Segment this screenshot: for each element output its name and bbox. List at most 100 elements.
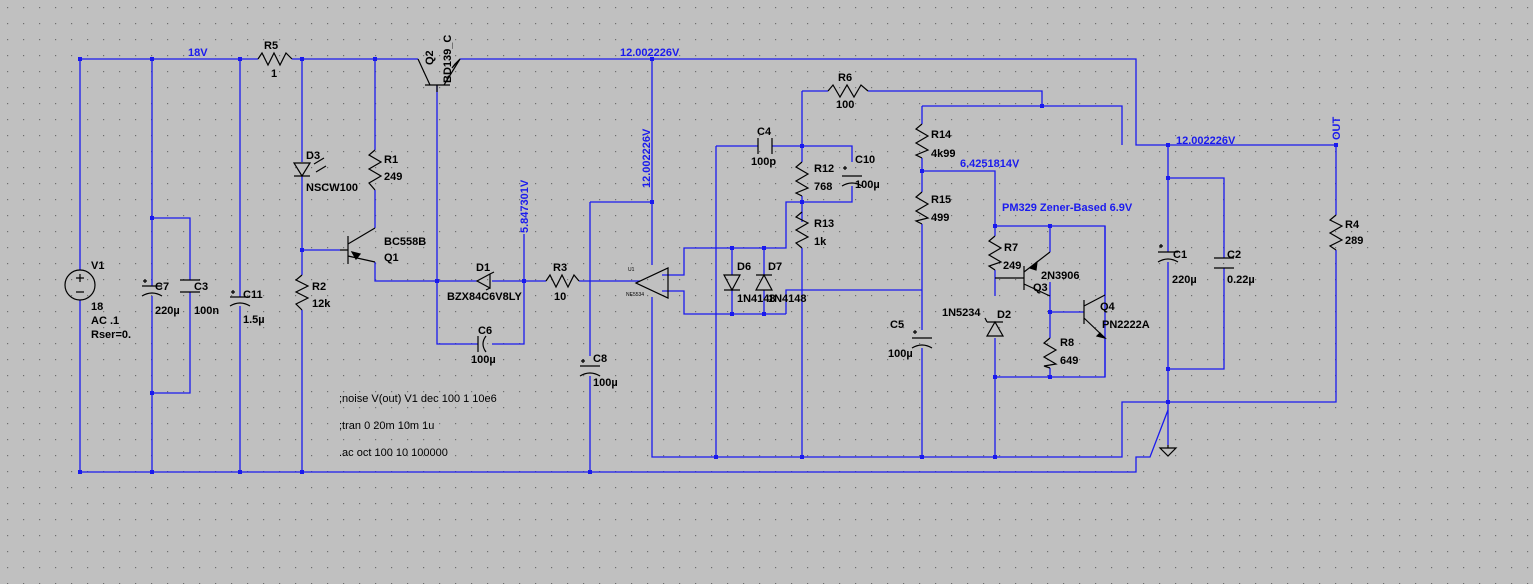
c6-value: 100µ (471, 354, 496, 366)
net-label-zener: 5.847301V (519, 179, 531, 233)
d3-ref: D3 (306, 150, 320, 162)
r15-ref: R15 (931, 194, 951, 206)
r13-ref: R13 (814, 218, 834, 230)
r14-resistor[interactable] (914, 123, 930, 159)
u1-value: NE5534 (626, 292, 644, 298)
q1-ref: Q1 (384, 252, 399, 264)
c4-capacitor[interactable] (757, 138, 773, 154)
v1-ref: V1 (91, 260, 104, 272)
c5-capacitor[interactable] (911, 330, 933, 349)
d6-ref: D6 (737, 261, 751, 273)
c3-capacitor[interactable] (180, 279, 200, 293)
c6-ref: C6 (478, 325, 492, 337)
r3-ref: R3 (553, 262, 567, 274)
c2-capacitor[interactable] (1214, 257, 1234, 269)
r12-resistor[interactable] (794, 161, 810, 197)
r1-resistor[interactable] (367, 149, 383, 191)
c5-value: 100µ (888, 348, 913, 360)
r3-resistor[interactable] (545, 273, 580, 289)
directive-noise: ;noise V(out) V1 dec 100 1 10e6 (339, 393, 497, 405)
q2-transistor[interactable] (417, 58, 461, 92)
c6-capacitor[interactable] (477, 335, 487, 353)
directive-tran: ;tran 0 20m 10m 1u (339, 420, 434, 432)
r2-resistor[interactable] (294, 274, 310, 311)
c5-ref: C5 (890, 319, 904, 331)
c2-value: 0.22µ (1227, 274, 1255, 286)
r15-resistor[interactable] (914, 191, 930, 225)
q3-value: 2N3906 (1041, 270, 1080, 282)
c4-value: 100p (751, 156, 776, 168)
r8-resistor[interactable] (1042, 337, 1058, 369)
r1-ref: R1 (384, 154, 398, 166)
r13-resistor[interactable] (794, 211, 810, 249)
net-label-18v: 18V (188, 47, 208, 59)
r4-value: 289 (1345, 235, 1363, 247)
r8-ref: R8 (1060, 337, 1074, 349)
c8-ref: C8 (593, 353, 607, 365)
q3-ref: Q3 (1033, 282, 1048, 294)
c11-value: 1.5µ (243, 314, 265, 326)
r8-value: 649 (1060, 355, 1078, 367)
c4-ref: C4 (757, 126, 772, 138)
c11-capacitor[interactable] (229, 290, 251, 307)
d7-value: 1N4148 (768, 293, 807, 305)
r5-value: 1 (271, 68, 277, 80)
net-label-q2-emitter: 12.002226V (620, 47, 680, 59)
c7-capacitor[interactable] (141, 279, 163, 297)
q3-transistor[interactable] (995, 251, 1051, 297)
r6-value: 100 (836, 99, 854, 111)
r6-resistor[interactable] (827, 83, 869, 99)
d1-zener[interactable] (475, 271, 495, 291)
d1-value: BZX84C6V8LY (447, 291, 522, 303)
r1-value: 249 (384, 171, 402, 183)
d2-ref: D2 (997, 309, 1011, 321)
net-labels: 18V 12.002226V 12.002226V 5.847301V 12.0… (188, 47, 1343, 233)
r4-resistor[interactable] (1328, 214, 1344, 251)
r7-resistor[interactable] (987, 235, 1003, 271)
c1-value: 220µ (1172, 274, 1197, 286)
q1-value: BC558B (384, 236, 426, 248)
r12-ref: R12 (814, 163, 834, 175)
net-label-pm329: PM329 Zener-Based 6.9V (1002, 202, 1133, 214)
q1-transistor[interactable] (340, 227, 376, 264)
d2-zener[interactable] (984, 317, 1005, 337)
r6-ref: R6 (838, 72, 852, 84)
r14-ref: R14 (931, 129, 952, 141)
ground-symbol[interactable] (1158, 445, 1178, 457)
r4-ref: R4 (1345, 219, 1360, 231)
v1-value: 18 (91, 301, 103, 313)
d6-diode[interactable] (723, 274, 741, 292)
v1-source[interactable] (64, 269, 96, 301)
r14-value: 4k99 (931, 148, 955, 160)
c10-ref: C10 (855, 154, 875, 166)
c10-capacitor[interactable] (841, 166, 863, 187)
r5-ref: R5 (264, 40, 278, 52)
net-label-vertical-12v: 12.002226V (641, 128, 653, 188)
r2-ref: R2 (312, 281, 326, 293)
d6-value: 1N4148 (737, 293, 776, 305)
q2-value: BD139_C (442, 35, 454, 83)
c7-value: 220µ (155, 305, 180, 317)
d1-ref: D1 (476, 262, 490, 274)
r5-resistor[interactable] (257, 51, 293, 67)
r3-value: 10 (554, 291, 566, 303)
c8-capacitor[interactable] (579, 359, 601, 377)
r12-value: 768 (814, 181, 832, 193)
net-label-output-node: 12.002226V (1176, 135, 1236, 147)
c1-ref: C1 (1173, 249, 1187, 261)
sim-directives: ;noise V(out) V1 dec 100 1 10e6 ;tran 0 … (339, 393, 497, 459)
c1-capacitor[interactable] (1157, 244, 1179, 263)
q4-transistor[interactable] (1083, 294, 1107, 340)
q4-value: PN2222A (1102, 319, 1150, 331)
d7-diode[interactable] (755, 273, 773, 291)
c11-ref: C11 (243, 289, 263, 301)
directive-ac: .ac oct 100 10 100000 (339, 447, 448, 459)
component-labels: V1 18 AC .1 Rser=0. C7 220µ C3 100n C11 … (91, 35, 1363, 389)
c3-value: 100n (194, 305, 219, 317)
q2-ref: Q2 (424, 50, 436, 65)
v1-rser: Rser=0. (91, 329, 131, 341)
d3-led[interactable] (292, 157, 327, 178)
u1-opamp[interactable]: U1 NE5534 (626, 267, 669, 299)
